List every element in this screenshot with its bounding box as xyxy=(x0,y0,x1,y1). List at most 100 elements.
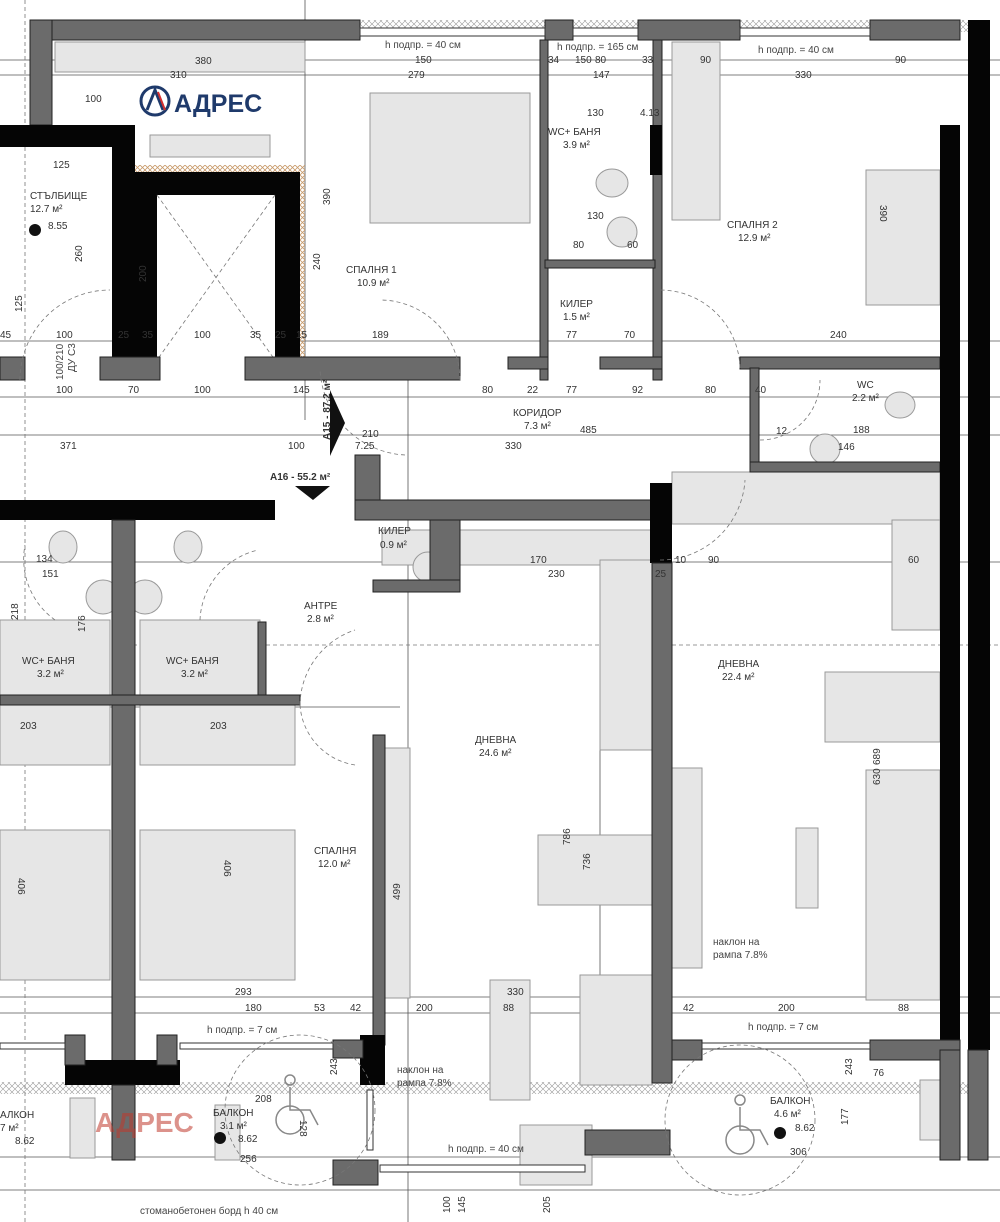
dim: 208 xyxy=(255,1094,272,1105)
room-area: 12.0 м² xyxy=(318,859,351,870)
stove xyxy=(891,519,941,631)
walls xyxy=(0,19,990,1186)
dim: 42 xyxy=(683,1003,695,1014)
dim: 293 xyxy=(235,987,252,998)
dim: 150 xyxy=(575,55,592,66)
dim: 128 xyxy=(297,1120,308,1137)
bed-2 xyxy=(865,169,941,306)
sill-note: h подпр. = 7 см xyxy=(207,1025,277,1036)
ramp-note: наклон на xyxy=(397,1065,444,1076)
room-name: КИЛЕР xyxy=(560,299,593,310)
dim: 4.13 xyxy=(640,108,660,119)
room-name: КИЛЕР xyxy=(378,526,411,537)
apartment-markers: A15 - 87.2 м² A16 - 55.2 м² xyxy=(270,379,345,500)
sill-note: h подпр. = 165 см xyxy=(557,42,639,53)
dim: 390 xyxy=(877,205,888,222)
dim: 42 xyxy=(350,1003,362,1014)
elevation: 8.55 xyxy=(48,221,68,232)
room-name: БАЛКОН xyxy=(770,1096,811,1107)
dim: 80 xyxy=(573,240,585,251)
dim: 22 xyxy=(527,385,539,396)
kitchen-counter-2 xyxy=(599,559,653,751)
dim: 205 xyxy=(542,1196,553,1213)
dim: 134 xyxy=(36,554,53,565)
dim: 77 xyxy=(566,330,578,341)
sill-note: h подпр. = 40 см xyxy=(385,40,461,51)
dim: 406 xyxy=(221,860,232,877)
sofa-mid xyxy=(579,974,653,1086)
dim: 90 xyxy=(708,555,720,566)
dim: 170 xyxy=(530,555,547,566)
room-name: ДНЕВНА xyxy=(718,659,760,670)
bed-left-2 xyxy=(139,829,296,981)
dim: 100 xyxy=(56,385,73,396)
dim: 230 xyxy=(548,569,565,580)
room-area: 12.7 м² xyxy=(30,204,63,215)
furniture xyxy=(0,41,943,1186)
room-name: WC xyxy=(857,380,874,391)
dim: 203 xyxy=(210,721,227,732)
dim: 736 xyxy=(582,853,593,870)
wardrobe-mid xyxy=(384,747,411,999)
dim: 100 xyxy=(194,330,211,341)
room-name: WC+ БАНЯ xyxy=(548,127,601,138)
dim: 145 xyxy=(293,385,310,396)
room-name: WC+ БАНЯ xyxy=(22,656,75,667)
room-name: СПАЛНЯ xyxy=(314,846,356,857)
door-type: ДУ С3 xyxy=(67,343,78,372)
dim: 146 xyxy=(838,442,855,453)
dim: 145 xyxy=(457,1196,468,1213)
room-area: 10.9 м² xyxy=(357,278,390,289)
room-area: 3.2 м² xyxy=(37,669,65,680)
room-area: 3.1 м² xyxy=(220,1121,248,1132)
room-area: 1.5 м² xyxy=(563,312,591,323)
dim: 390 xyxy=(322,188,333,205)
dim: 310 xyxy=(170,70,187,81)
room-name: КОРИДОР xyxy=(513,408,562,419)
dim: 218 xyxy=(10,603,21,620)
dim: 256 xyxy=(240,1154,257,1165)
room-area: 2.2 м² xyxy=(852,393,880,404)
dim: 125 xyxy=(53,160,70,171)
ramp-note: рампа 7.8% xyxy=(713,950,768,961)
dim: 180 xyxy=(245,1003,262,1014)
dim: 100 xyxy=(442,1196,453,1213)
dim: 499 xyxy=(392,883,403,900)
dim: 203 xyxy=(20,721,37,732)
dim: 279 xyxy=(408,70,425,81)
dim: 130 xyxy=(587,108,604,119)
room-name: СПАЛНЯ 2 xyxy=(727,220,778,231)
kitchen-counter-3 xyxy=(671,471,941,525)
dim: 7.25 xyxy=(355,441,375,452)
logo: АДРЕС xyxy=(135,78,275,126)
dim: 330 xyxy=(507,987,524,998)
dim: 40 xyxy=(755,385,767,396)
apartment-a15-label: A15 - 87.2 м² xyxy=(322,379,333,440)
dim: 60 xyxy=(908,555,920,566)
dim: 330 xyxy=(795,70,812,81)
dim: 92 xyxy=(632,385,644,396)
apartment-a16-label: A16 - 55.2 м² xyxy=(270,472,331,483)
room-name: ДНЕВНА xyxy=(475,735,517,746)
dim: 243 xyxy=(329,1058,340,1075)
dim: 25 xyxy=(118,330,130,341)
door-size: 100/210 xyxy=(55,343,66,380)
dim: 176 xyxy=(77,615,88,632)
room-name: СПАЛНЯ 1 xyxy=(346,265,397,276)
dim: 330 xyxy=(505,441,522,452)
elevation: 8.62 xyxy=(795,1123,815,1134)
dim: 60 xyxy=(627,240,639,251)
room-name: БАЛКОН xyxy=(213,1108,254,1119)
annotations: h подпр. = 40 см h подпр. = 165 см h под… xyxy=(55,40,834,1217)
room-area: 24.6 м² xyxy=(479,748,512,759)
bed-1 xyxy=(369,92,531,224)
dim: 90 xyxy=(895,55,907,66)
wardrobe xyxy=(671,41,721,221)
dim: 240 xyxy=(312,253,323,270)
dim: 200 xyxy=(138,265,149,282)
dim: 10 xyxy=(675,555,687,566)
dim: 90 xyxy=(700,55,712,66)
dim: 88 xyxy=(898,1003,910,1014)
dim: 80 xyxy=(595,55,607,66)
